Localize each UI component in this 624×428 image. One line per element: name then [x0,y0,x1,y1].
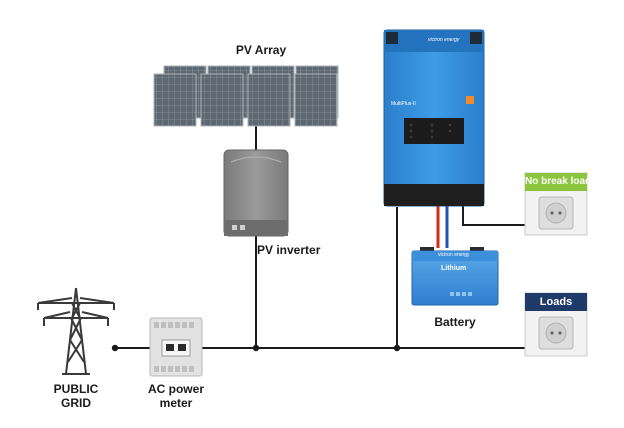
multiplus-model-text: MultiPlus-II [391,101,416,107]
solar-panel [153,73,197,127]
loads-box [524,292,588,357]
ac-power-meter [149,317,203,377]
pv-array-label: PV Array [235,43,287,57]
multiplus-junction-dot [393,344,401,352]
no-break-loads-title: No break loads [525,176,597,187]
junctions [111,344,401,352]
pv-inverter [223,149,289,237]
solar-panel [247,73,291,127]
public-grid-label-line2: GRID [61,396,91,410]
solar-panel [200,73,244,127]
lithium-battery [411,247,499,306]
pv-inverter-label: PV inverter [257,243,321,257]
grid-junction-dot [111,344,119,352]
multiplus-ac-out-wire [462,205,525,226]
multiplus-brand-text: victron energy [428,37,460,43]
battery-brand-text: victron energy [438,252,470,258]
multiplus-inverter-charger [383,29,485,207]
ac-power-meter-label-line1: AC power [147,382,204,396]
pv-inverter-junction-dot [252,344,260,352]
battery-model-text: Lithium [441,265,467,272]
public-grid-label: PUBLIC GRID [46,382,106,410]
public-grid-label-line1: PUBLIC [53,382,99,396]
no-break-loads-box [524,172,588,236]
loads-title: Loads [539,296,573,308]
ac-power-meter-label: AC power meter [130,382,222,410]
ac-power-meter-label-line2: meter [159,396,193,410]
battery-label: Battery [434,315,476,329]
pv-array [153,65,339,127]
solar-panel [294,73,338,127]
transmission-tower-icon [37,287,115,375]
